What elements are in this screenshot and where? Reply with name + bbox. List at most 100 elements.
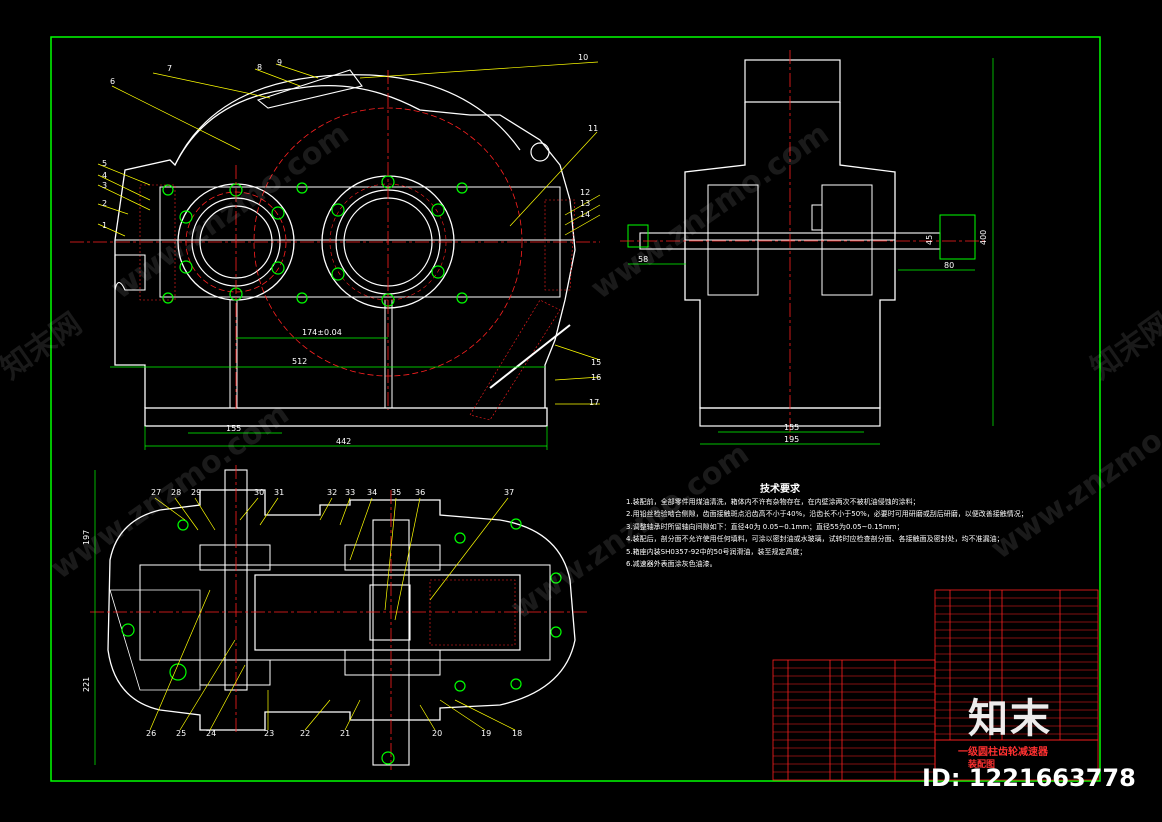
bolt-head bbox=[121, 623, 135, 637]
top-inner-cavity bbox=[139, 564, 551, 661]
watermark-brand-logo: 知末 bbox=[968, 696, 1052, 742]
side-dim-lines bbox=[628, 58, 994, 445]
front-base-plate bbox=[144, 407, 548, 427]
part-number-7: 7 bbox=[167, 64, 172, 73]
leader-line bbox=[419, 704, 436, 731]
part-number-26: 26 bbox=[146, 729, 156, 738]
dim-base-inner: 155 bbox=[784, 423, 799, 432]
bolt-head bbox=[296, 182, 308, 194]
leader-line bbox=[152, 72, 271, 99]
title-block-subtitle: 装配图 bbox=[968, 760, 996, 770]
part-number-13: 13 bbox=[580, 199, 590, 208]
part-number-29: 29 bbox=[191, 488, 201, 497]
bolt-head bbox=[271, 206, 285, 220]
part-number-12: 12 bbox=[580, 188, 590, 197]
part-number-33: 33 bbox=[345, 488, 355, 497]
part-number-37: 37 bbox=[504, 488, 514, 497]
part-number-24: 24 bbox=[206, 729, 216, 738]
part-number-9: 9 bbox=[277, 58, 282, 67]
front-view: 1 2 3 4 5 6 7 8 9 10 11 12 13 14 15 16 1… bbox=[70, 53, 601, 450]
requirement-item: 3.调整轴承时所留轴向间隙如下：直径40为 0.05~0.1mm；直径55为0.… bbox=[626, 522, 904, 531]
drawing-border bbox=[50, 36, 1101, 782]
leader-line bbox=[384, 497, 397, 611]
leader-line bbox=[359, 61, 599, 79]
watermark-site: www.znzmo.com bbox=[585, 116, 836, 306]
top-bearing-b bbox=[199, 659, 271, 686]
leader-line bbox=[349, 497, 373, 561]
top-view: 197 221 27 28 29 30 31 32 33 34 35 36 37… bbox=[82, 465, 590, 770]
front-dim-lines bbox=[110, 337, 548, 450]
leader-line bbox=[209, 664, 246, 731]
side-bolt bbox=[811, 204, 823, 231]
top-gear-hub bbox=[369, 584, 411, 641]
top-bearing-a bbox=[199, 544, 271, 571]
technical-requirements-title: 技术要求 bbox=[760, 484, 800, 495]
leader-line bbox=[97, 163, 151, 186]
top-hatch-gear bbox=[429, 579, 516, 646]
part-number-18: 18 bbox=[512, 729, 522, 738]
top-bearing-c bbox=[344, 544, 441, 571]
front-cover-arc bbox=[174, 74, 521, 166]
dim-right-shaft: 80 bbox=[944, 261, 954, 270]
bolt-head bbox=[510, 518, 522, 530]
part-number-2: 2 bbox=[102, 199, 107, 208]
part-number-16: 16 bbox=[591, 373, 601, 382]
title-block-area bbox=[934, 739, 1099, 781]
part-number-30: 30 bbox=[254, 488, 264, 497]
front-inspection-cover bbox=[256, 69, 363, 109]
requirement-item: 4.装配后，剖分面不允许使用任何填料，可涂以密封油或水玻璃，试转时应检查剖分面、… bbox=[626, 535, 1004, 544]
part-number-4: 4 bbox=[102, 171, 107, 180]
part-number-31: 31 bbox=[274, 488, 284, 497]
part-number-10: 10 bbox=[578, 53, 588, 62]
leader-line bbox=[344, 699, 361, 731]
bolt-head bbox=[179, 210, 193, 224]
part-number-32: 32 bbox=[327, 488, 337, 497]
leader-line bbox=[149, 589, 211, 731]
leader-line bbox=[174, 497, 199, 531]
side-right-shaft-end bbox=[939, 214, 976, 260]
part-number-35: 35 bbox=[391, 488, 401, 497]
part-number-1: 1 bbox=[102, 221, 107, 230]
part-number-36: 36 bbox=[415, 488, 425, 497]
leader-line bbox=[554, 344, 601, 361]
part-number-23: 23 bbox=[264, 729, 274, 738]
dim-upper-half: 197 bbox=[82, 530, 91, 545]
side-dimension-texts: 400 155 195 58 80 45 bbox=[638, 230, 988, 444]
leader-line bbox=[319, 497, 333, 521]
leader-line bbox=[304, 699, 331, 731]
leader-line bbox=[97, 184, 151, 211]
leader-line bbox=[97, 174, 151, 201]
front-part-numbers: 1 2 3 4 5 6 7 8 9 10 11 12 13 14 15 16 1… bbox=[102, 53, 601, 407]
requirement-item: 1.装配前，全部零件用煤油清洗，箱体内不许有杂物存在，在内壁涂两次不被机油侵蚀的… bbox=[626, 498, 920, 506]
leader-line bbox=[179, 639, 236, 731]
part-number-25: 25 bbox=[176, 729, 186, 738]
technical-requirements-list: 1.装配前，全部零件用煤油清洗，箱体内不许有杂物存在，在内壁涂两次不被机油侵蚀的… bbox=[626, 496, 1028, 570]
requirement-item: 5.箱座内装SH0357-92中的50号润滑油，装至规定高度； bbox=[626, 547, 807, 556]
leader-line bbox=[429, 497, 509, 601]
side-inspection-top bbox=[744, 59, 841, 103]
parts-list-lower bbox=[772, 659, 936, 781]
top-bolt-heads bbox=[121, 518, 562, 765]
part-number-34: 34 bbox=[367, 488, 377, 497]
dim-lower-half: 221 bbox=[82, 677, 91, 692]
bolt-head bbox=[550, 626, 562, 638]
bolt-head bbox=[431, 203, 445, 217]
dim-center-distance: 174±0.04 bbox=[302, 328, 342, 337]
front-dipstick bbox=[489, 324, 571, 389]
part-number-8: 8 bbox=[257, 63, 262, 72]
top-part-numbers: 27 28 29 30 31 32 33 34 35 36 37 26 25 2… bbox=[146, 488, 522, 738]
part-number-27: 27 bbox=[151, 488, 161, 497]
part-number-22: 22 bbox=[300, 729, 310, 738]
requirement-item: 6.减速器外表面涂灰色油漆。 bbox=[626, 560, 717, 569]
leader-line bbox=[339, 497, 351, 526]
leader-line bbox=[454, 699, 516, 731]
part-number-28: 28 bbox=[171, 488, 181, 497]
part-number-14: 14 bbox=[580, 210, 590, 219]
top-bearing-d bbox=[344, 649, 441, 676]
bolt-head bbox=[271, 261, 285, 275]
bolt-head bbox=[179, 260, 193, 274]
front-dimension-texts: 174±0.04 512 155 442 bbox=[226, 328, 351, 446]
top-dimension-texts: 197 221 bbox=[82, 530, 91, 692]
bolt-head bbox=[550, 572, 562, 584]
